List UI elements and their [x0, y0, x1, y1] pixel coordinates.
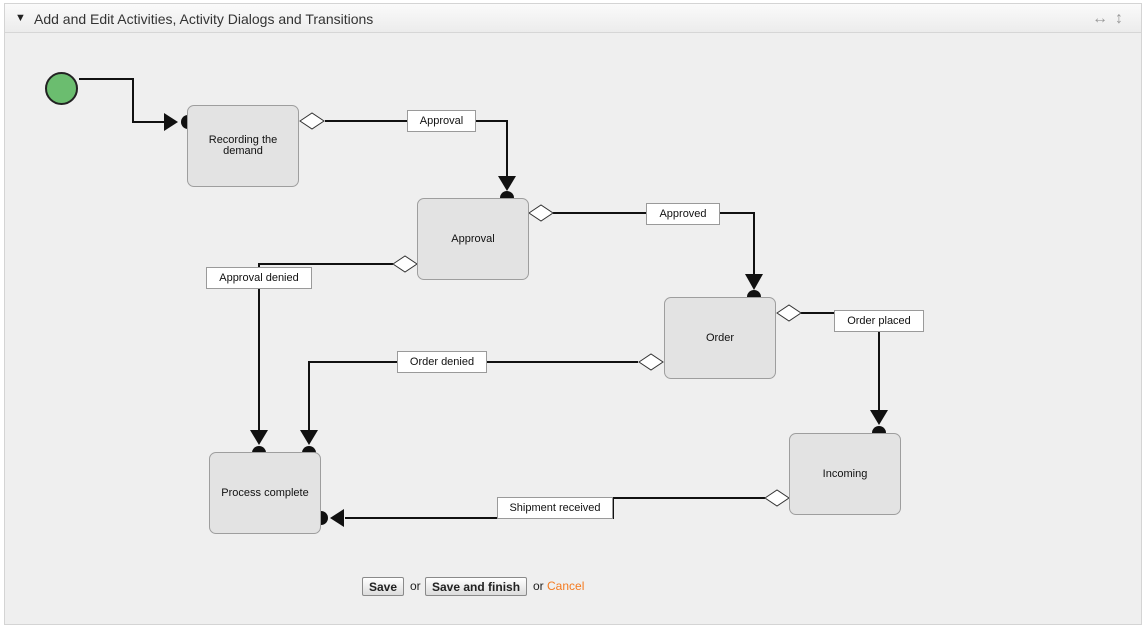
endpoint-dot — [500, 191, 514, 198]
cancel-link[interactable]: Cancel — [547, 579, 585, 593]
source-diamond — [299, 112, 325, 130]
activity-incoming[interactable]: Incoming — [789, 433, 901, 515]
connector-approval-order — [553, 212, 755, 275]
arrow-head — [250, 430, 268, 445]
source-diamond — [764, 489, 790, 507]
endpoint-dot — [252, 446, 266, 453]
arrow-head — [164, 113, 178, 131]
save-and-finish-button[interactable]: Save and finish — [425, 577, 528, 596]
connector-incoming-complete — [345, 497, 765, 519]
endpoint-dot — [302, 446, 316, 453]
triangle-down-icon[interactable]: ▼ — [15, 12, 26, 24]
transition-order-denied[interactable]: Order denied — [397, 351, 487, 373]
arrow-head — [498, 176, 516, 191]
connector-start-recording — [79, 78, 166, 123]
transition-approval[interactable]: Approval — [407, 110, 476, 132]
arrow-head — [870, 410, 888, 425]
activity-label: Approval — [451, 232, 495, 245]
panel-header: ▼ Add and Edit Activities, Activity Dial… — [5, 4, 1141, 33]
transition-approval-denied[interactable]: Approval denied — [206, 267, 312, 289]
connector-order-denied — [308, 361, 638, 432]
or-separator: or — [533, 579, 544, 593]
or-separator: or — [410, 579, 421, 593]
activity-label: Process complete — [221, 486, 309, 499]
arrow-head — [300, 430, 318, 445]
endpoint-dot — [872, 426, 886, 433]
endpoint-dot — [747, 290, 761, 297]
endpoint-dot — [321, 511, 328, 525]
activity-label: Incoming — [822, 467, 868, 480]
save-button[interactable]: Save — [362, 577, 405, 596]
arrow-head — [745, 274, 763, 290]
source-diamond — [528, 204, 554, 222]
vertical-resize-icon[interactable]: ↕ — [1115, 10, 1123, 27]
source-diamond — [776, 304, 802, 322]
activity-label: Recording the demand — [208, 134, 278, 157]
endpoint-dot — [181, 115, 188, 129]
activity-process-complete[interactable]: Process complete — [209, 452, 321, 534]
transition-order-placed[interactable]: Order placed — [834, 310, 924, 332]
transition-shipment-received[interactable]: Shipment received — [497, 497, 613, 519]
start-node[interactable] — [45, 72, 78, 105]
transition-approved[interactable]: Approved — [646, 203, 720, 225]
activity-approval[interactable]: Approval — [417, 198, 529, 280]
activity-label: Order — [705, 331, 735, 344]
horizontal-resize-icon[interactable]: ↔ — [1092, 10, 1108, 27]
activity-recording-the-demand[interactable]: Recording the demand — [187, 105, 299, 187]
source-diamond — [392, 255, 418, 273]
panel-title: Add and Edit Activities, Activity Dialog… — [34, 11, 374, 27]
activity-order[interactable]: Order — [664, 297, 776, 379]
connector-approval-denied — [258, 263, 393, 432]
connector-recording-approval — [325, 120, 508, 179]
source-diamond — [638, 353, 664, 371]
arrow-head — [330, 509, 344, 527]
